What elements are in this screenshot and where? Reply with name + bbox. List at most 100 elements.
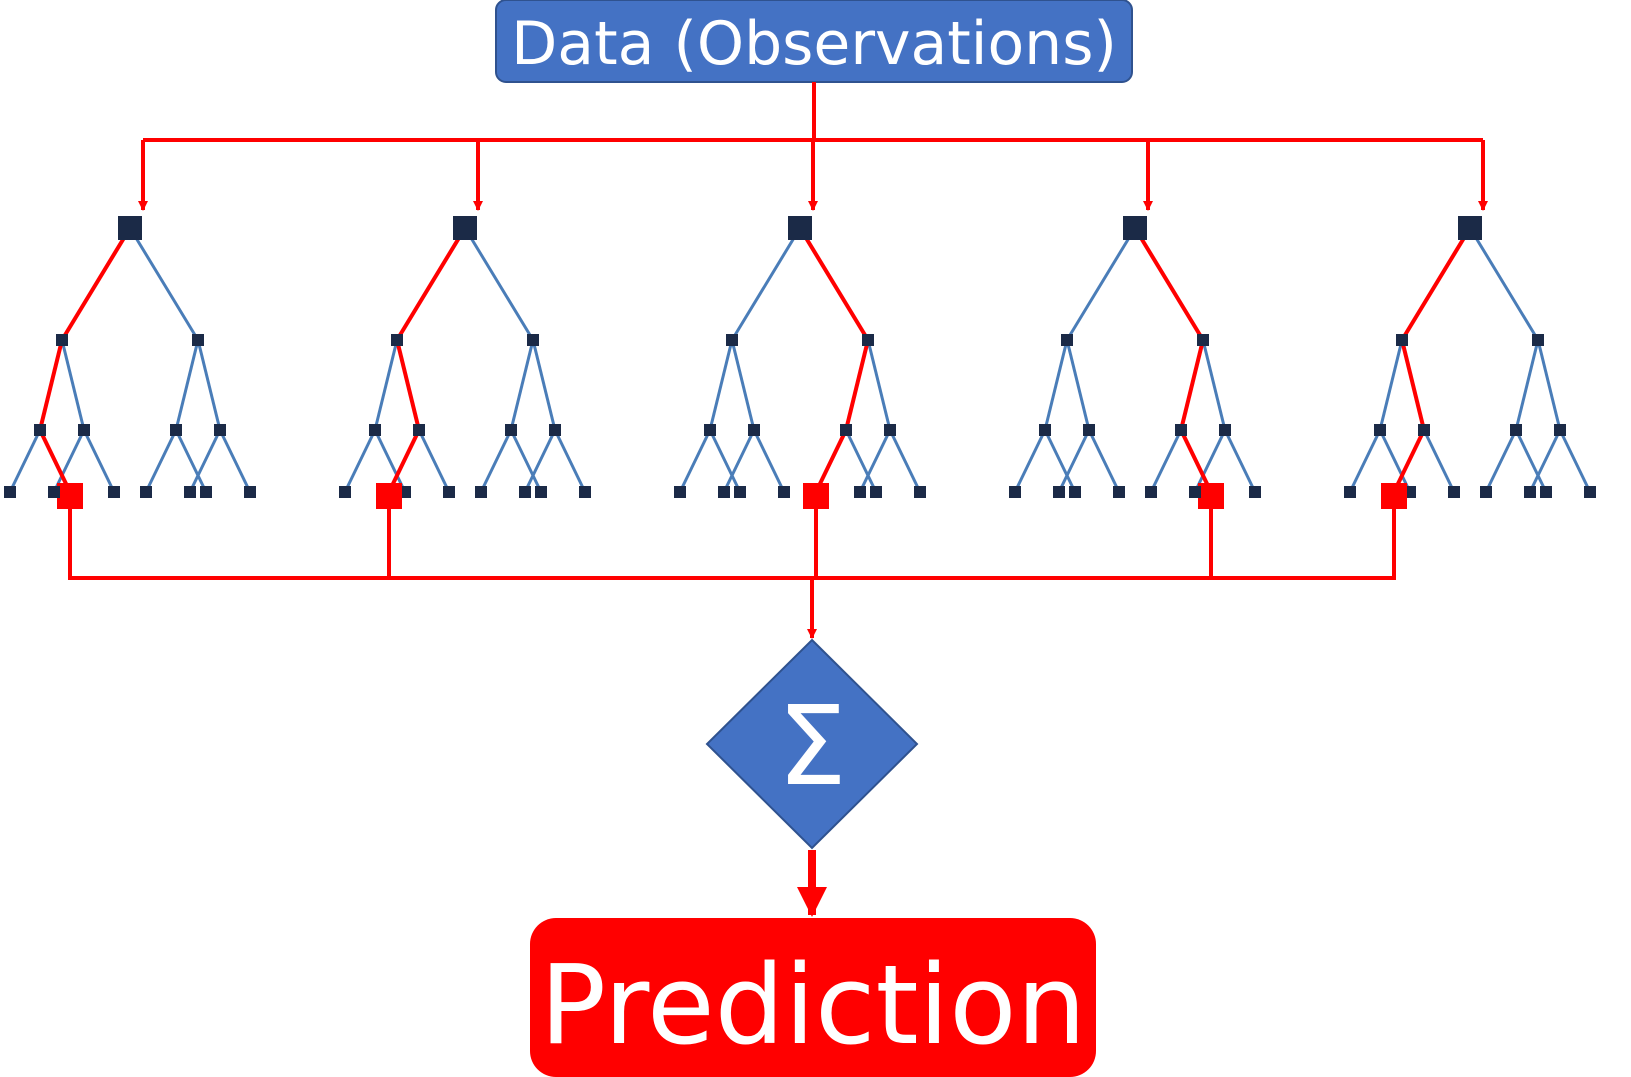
tree-node (56, 334, 68, 346)
decision-path-edge (1400, 339, 1426, 431)
tree-branch (1528, 429, 1562, 493)
tree-node (1219, 424, 1231, 436)
tree-node (1083, 424, 1095, 436)
selected-leaf-node (376, 483, 402, 509)
sum-aggregator: Σ (705, 638, 919, 850)
tree-branch (722, 429, 756, 493)
tree-node (244, 486, 256, 498)
tree-node (854, 486, 866, 498)
data-input-label: Data (Observations) (511, 9, 1117, 79)
tree-branch (730, 339, 756, 431)
tree-node (413, 424, 425, 436)
tree-branch (752, 429, 786, 493)
tree-node (726, 334, 738, 346)
tree-node (4, 486, 16, 498)
selected-leaf-node (803, 483, 829, 509)
tree-branch (479, 429, 513, 493)
decision-path-edge (1392, 429, 1426, 493)
tree-branch (888, 429, 922, 493)
tree-3 (674, 216, 926, 509)
tree-branch (1378, 429, 1412, 493)
tree-branch (1043, 339, 1069, 431)
tree-branch (708, 429, 742, 493)
tree-node (734, 486, 746, 498)
tree-branch (553, 429, 587, 493)
tree-node (748, 424, 760, 436)
tree-node (519, 486, 531, 498)
tree-node (1554, 424, 1566, 436)
tree-node (1197, 334, 1209, 346)
tree-node (840, 424, 852, 436)
tree-1 (4, 216, 256, 509)
tree-node (140, 486, 152, 498)
tree-node (108, 486, 120, 498)
tree-branch (343, 429, 377, 493)
tree-node (1510, 424, 1522, 436)
tree-node (778, 486, 790, 498)
tree-node (704, 424, 716, 436)
tree-branch (678, 429, 712, 493)
tree-node (443, 486, 455, 498)
sigma-symbol: Σ (777, 682, 847, 810)
tree-5 (1344, 216, 1596, 509)
tree-node (788, 216, 812, 240)
tree-node (535, 486, 547, 498)
tree-2 (339, 216, 591, 509)
tree-node (1175, 424, 1187, 436)
tree-branch (509, 429, 543, 493)
tree-branch (1057, 429, 1091, 493)
tree-branch (1536, 339, 1562, 431)
tree-branch (1514, 339, 1540, 431)
tree-node (1145, 486, 1157, 498)
tree-node (527, 334, 539, 346)
tree-branch (417, 429, 451, 493)
decision-path-edge (60, 226, 132, 342)
tree-branch (1201, 339, 1227, 431)
tree-branch (463, 227, 535, 341)
selected-leaf-node (1381, 483, 1407, 509)
data-input-box: Data (Observations) (495, 0, 1133, 83)
tree-node (1418, 424, 1430, 436)
decision-path-edge (38, 429, 72, 493)
tree-branch (866, 339, 892, 431)
tree-branch (52, 429, 86, 493)
tree-branch (730, 227, 802, 341)
tree-branch (1013, 429, 1047, 493)
tree-branch (373, 429, 407, 493)
tree-node (505, 424, 517, 436)
tree-branch (8, 429, 42, 493)
tree-node (549, 424, 561, 436)
tree-node (1039, 424, 1051, 436)
decision-path-edge (1179, 429, 1213, 493)
tree-node (34, 424, 46, 436)
tree-branch (509, 339, 535, 431)
tree-branch (1087, 429, 1121, 493)
tree-branch (1223, 429, 1257, 493)
tree-node (862, 334, 874, 346)
tree-node (1113, 486, 1125, 498)
tree-node (718, 486, 730, 498)
distribution-connectors (138, 82, 1488, 211)
tree-branch (174, 429, 208, 493)
tree-branch (1558, 429, 1592, 493)
tree-branch (1422, 429, 1456, 493)
decision-path-edge (1133, 226, 1205, 342)
decision-path-edge (38, 339, 64, 431)
tree-node (1009, 486, 1021, 498)
tree-node (1540, 486, 1552, 498)
tree-branch (1348, 429, 1382, 493)
tree-branch (218, 429, 252, 493)
decision-path-edge (844, 339, 870, 431)
tree-branch (1484, 429, 1518, 493)
tree-node (1524, 486, 1536, 498)
tree-node (391, 334, 403, 346)
tree-branch (1514, 429, 1548, 493)
tree-node (184, 486, 196, 498)
decision-path-edge (395, 226, 467, 342)
tree-node (369, 424, 381, 436)
tree-node (339, 486, 351, 498)
tree-branch (196, 339, 222, 431)
tree-node (214, 424, 226, 436)
tree-branch (844, 429, 878, 493)
tree-branch (373, 339, 399, 431)
